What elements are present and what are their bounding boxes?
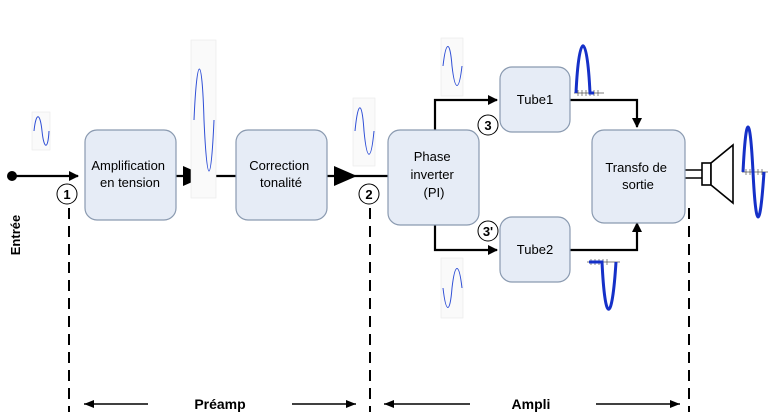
ampli-label: Ampli <box>512 396 551 412</box>
block-tube2: Tube2 <box>499 216 571 283</box>
block-output-transformer: Transfo de sortie <box>591 129 686 224</box>
gain-triangle-2 <box>334 166 357 186</box>
pi-label-line3: (PI) <box>424 185 445 200</box>
amp-label-line1: Amplification <box>91 158 165 173</box>
test-point-2-label: 2 <box>365 187 372 202</box>
test-point-3-prime: 3' <box>477 220 499 242</box>
tube1-label: Tube1 <box>517 92 553 107</box>
pi-to-tube1-line <box>433 95 498 130</box>
waveforms <box>31 37 768 319</box>
test-point-1-label: 1 <box>63 187 70 202</box>
block-tube1: Tube1 <box>499 66 571 133</box>
tube2-label: Tube2 <box>517 242 553 257</box>
block-tone-correction: Correction tonalité <box>235 129 328 221</box>
speaker-output-waveform <box>741 125 768 219</box>
amplified-waveform <box>190 39 217 199</box>
stage-dividers <box>68 208 690 412</box>
tone-label-line1: Correction <box>249 158 309 173</box>
transfo-label-line2: sortie <box>622 177 654 192</box>
tone-label-line2: tonalité <box>260 175 302 190</box>
svg-text:Correction tonalité: Correction tonalité <box>249 158 313 190</box>
svg-text:Phase inverter (PI: Phase inverter (PI) <box>411 149 458 200</box>
pi-to-tube2-line <box>433 225 498 255</box>
pi-label-line1: Phase <box>414 149 451 164</box>
tube2-waveform <box>587 259 620 311</box>
test-point-3-label: 3 <box>484 118 491 133</box>
svg-text:Transfo de sortie: Transfo de sortie <box>605 160 670 192</box>
speaker-icon <box>701 143 734 205</box>
pi-top-waveform <box>440 37 464 97</box>
test-point-3-prime-label: 3' <box>483 224 493 239</box>
transfo-label-line1: Transfo de <box>605 160 667 175</box>
tube1-waveform <box>574 44 604 96</box>
preamp-span: Préamp <box>84 396 356 412</box>
test-point-1: 1 <box>56 183 78 205</box>
test-point-3: 3 <box>477 114 499 136</box>
svg-text:Amplification en tension: Amplification en tension <box>91 158 168 190</box>
pi-label-line2: inverter <box>411 167 455 182</box>
input-terminal-dot <box>7 171 17 181</box>
input-waveform <box>31 111 51 151</box>
entry-label: Entrée <box>8 215 23 255</box>
amp-label-line2: en tension <box>100 175 160 190</box>
block-amplification: Amplification en tension <box>84 129 177 221</box>
tube1-to-transfo-line <box>570 98 642 128</box>
test-point-2: 2 <box>358 183 380 205</box>
pi-bottom-waveform <box>440 257 464 319</box>
tube2-to-transfo-line <box>570 222 642 252</box>
preamp-label: Préamp <box>194 396 245 412</box>
ampli-span: Ampli <box>384 396 680 412</box>
tone-corrected-waveform <box>352 97 376 167</box>
block-phase-inverter: Phase inverter (PI) <box>387 129 480 226</box>
